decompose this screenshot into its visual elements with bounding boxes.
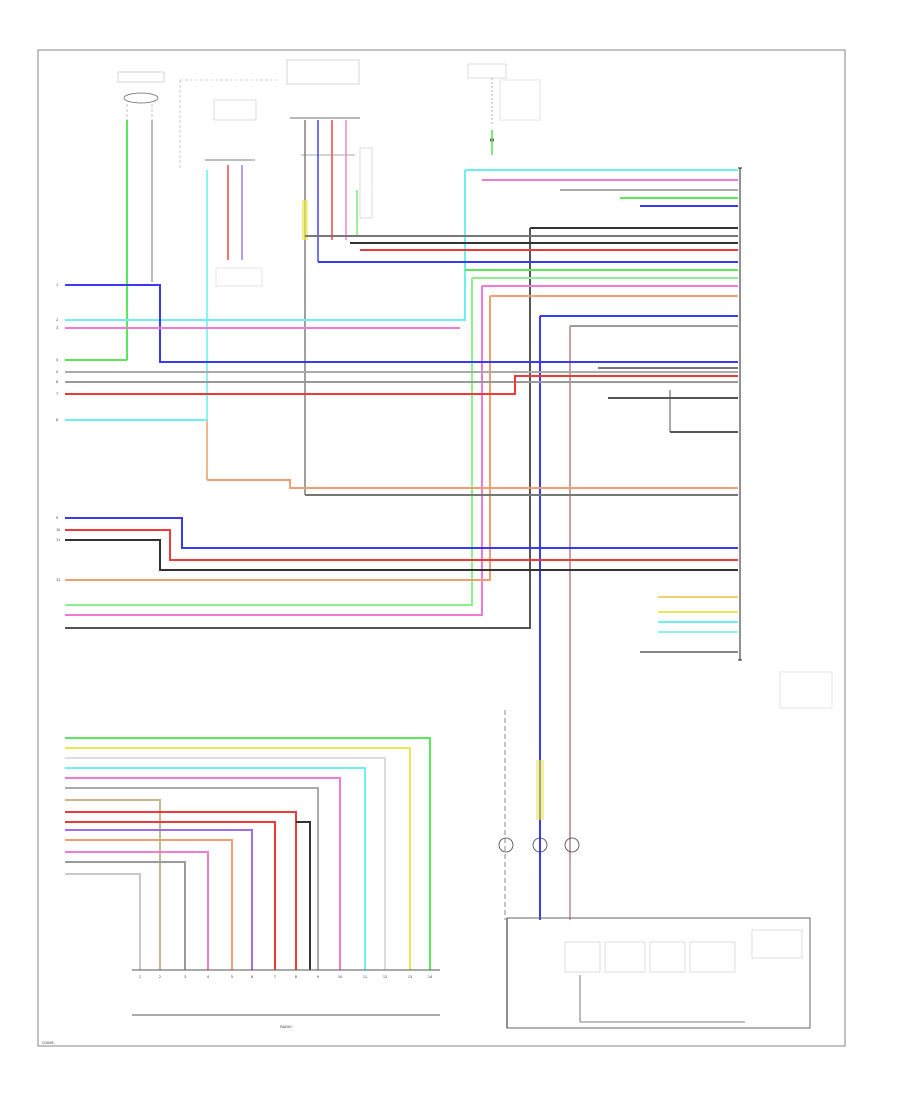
connector-stubs bbox=[598, 367, 738, 653]
top-left-dashed-box bbox=[179, 79, 280, 170]
top-left-component bbox=[117, 71, 165, 145]
bottom-pin-label: 10 bbox=[338, 975, 342, 979]
top-right-switch bbox=[467, 63, 541, 142]
connector-wires bbox=[65, 169, 738, 860]
steering-switch-assembly bbox=[498, 710, 811, 1029]
left-pin-label: 4 bbox=[56, 358, 58, 362]
top-mid-component bbox=[205, 99, 263, 287]
bottom-connector-label: RADIO bbox=[280, 1025, 292, 1029]
left-pin-label: 2 bbox=[56, 318, 58, 322]
bottom-connector bbox=[132, 969, 440, 1016]
left-pin-label: 8 bbox=[56, 418, 58, 422]
left-pin-label: 9 bbox=[56, 516, 58, 520]
left-pin-label: 3 bbox=[56, 326, 58, 330]
left-pin-label: 6 bbox=[56, 380, 58, 384]
left-pin-label: 12 bbox=[56, 578, 60, 582]
bottom-pin-label: 2 bbox=[159, 975, 161, 979]
left-pin-label: 11 bbox=[56, 538, 60, 542]
bottom-pin-label: 9 bbox=[317, 975, 319, 979]
bottom-pin-label: 14 bbox=[428, 975, 432, 979]
bottom-pin-label: 1 bbox=[139, 975, 141, 979]
bottom-pin-label: 6 bbox=[251, 975, 253, 979]
bottom-wire-fan bbox=[65, 737, 431, 970]
diagram-frame bbox=[37, 49, 846, 1047]
top-center-component bbox=[286, 59, 373, 219]
bottom-pin-label: 12 bbox=[383, 975, 387, 979]
left-pin-label: 5 bbox=[56, 370, 58, 374]
left-pin-label: 10 bbox=[56, 528, 60, 532]
main-connector bbox=[738, 167, 833, 709]
bottom-pin-label: 8 bbox=[295, 975, 297, 979]
page-id: C0006 bbox=[42, 1041, 54, 1045]
left-pin-label: 7 bbox=[56, 392, 58, 396]
bottom-pin-label: 13 bbox=[408, 975, 412, 979]
left-pin-label: 1 bbox=[56, 283, 58, 287]
bottom-pin-label: 3 bbox=[184, 975, 186, 979]
bottom-pin-label: 7 bbox=[274, 975, 276, 979]
bottom-pin-label: 11 bbox=[363, 975, 367, 979]
bottom-pin-label: 4 bbox=[207, 975, 209, 979]
bottom-pin-label: 5 bbox=[231, 975, 233, 979]
left-wires bbox=[65, 284, 738, 571]
